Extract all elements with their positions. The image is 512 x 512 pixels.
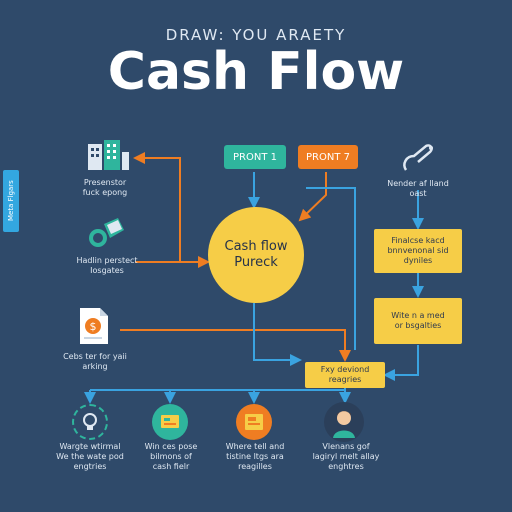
left-node-1-label: Presenstor fuck epong bbox=[82, 178, 128, 197]
bottom-item-4-label: Vlenans gof lagiryl melt allay enghtres bbox=[312, 442, 380, 471]
left-node-3-label: Cebs ter for yaii arking bbox=[63, 352, 127, 371]
bottom-item-3-label: Where tell and tistine ltgs ara reagille… bbox=[225, 442, 285, 471]
person-icon bbox=[324, 402, 364, 442]
document-dollar-icon: $ bbox=[78, 306, 110, 346]
cash-flow-center-node[interactable]: Cash flow Pureck bbox=[208, 207, 304, 303]
right-top-label: Nender af lland oast bbox=[387, 179, 449, 198]
bottom-item-1-label: Wargte wtirmal We the wate pod engtries bbox=[56, 442, 124, 471]
bottom-box[interactable]: Fxy deviond reagries bbox=[305, 362, 385, 388]
right-box-1[interactable]: Finalcse kacd bnnvenonal sid dyniles bbox=[374, 229, 462, 273]
left-node-2-label: Hadlin perstect Iosgates bbox=[76, 256, 138, 275]
pront-1-button[interactable]: PRONT 1 bbox=[224, 145, 286, 169]
svg-text:$: $ bbox=[90, 320, 97, 333]
diagram-title: Cash Flow bbox=[107, 42, 405, 102]
right-box-2[interactable]: Wite n a med or bsgalties bbox=[374, 298, 462, 344]
cash-card-icon bbox=[152, 404, 188, 440]
side-tab[interactable]: Meta Flgars bbox=[3, 170, 19, 232]
hook-icon bbox=[400, 142, 438, 174]
money-bag-icon bbox=[88, 214, 128, 250]
building-icon bbox=[86, 138, 130, 172]
pront-7-button[interactable]: PRONT 7 bbox=[298, 145, 358, 169]
bulb-gear-icon bbox=[72, 404, 108, 440]
bottom-item-2-label: Win ces pose bilmons of cash fielr bbox=[144, 442, 198, 471]
diagram-subtitle: DRAW: YOU ARAETY bbox=[165, 26, 347, 44]
cash-register-icon bbox=[236, 404, 272, 440]
